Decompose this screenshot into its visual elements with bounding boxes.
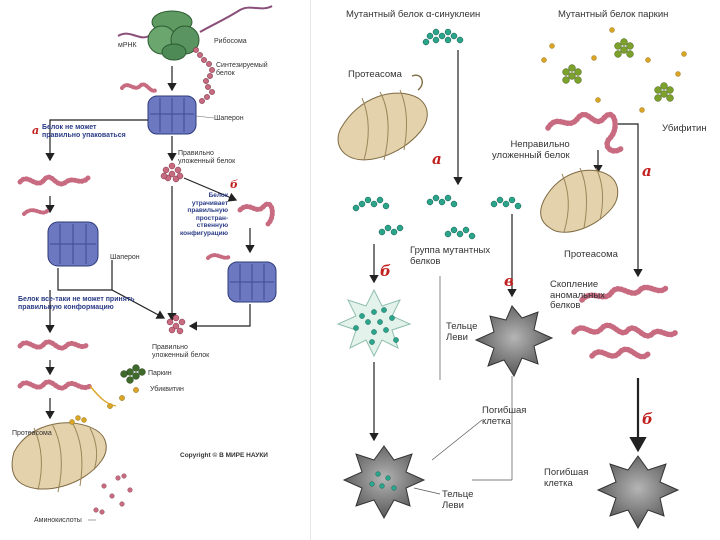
step-a-parkin: а bbox=[642, 162, 652, 180]
label-cannot-fold: Белок не может правильно упаковаться bbox=[42, 124, 126, 139]
label-dead-cell-mid: Погибшая клетка bbox=[482, 405, 527, 427]
parkin-icon bbox=[120, 364, 146, 384]
label-lewy-body-mid: Тельце Леви bbox=[446, 321, 478, 343]
label-abnormal-accumulation: Скопление аномальных белков bbox=[550, 279, 605, 311]
abnormal-accumulation-1 bbox=[579, 284, 669, 303]
label-proteasome-left: Протеасома bbox=[12, 430, 52, 437]
ubiquitin-chain-on-proteasome bbox=[69, 415, 87, 425]
label-synthesized-protein: Синтезируемый белок bbox=[216, 62, 268, 77]
chaperone-mid-icon bbox=[47, 221, 99, 267]
abnormal-accumulation-2 bbox=[571, 322, 679, 339]
parkin-cluster-2 bbox=[562, 64, 582, 84]
label-ribosome: Рибосома bbox=[214, 38, 247, 45]
misfolded-chain-2 bbox=[17, 339, 91, 351]
parkin-cluster-3 bbox=[654, 82, 674, 102]
chaperone-top-icon bbox=[147, 95, 197, 135]
label-parkin: Паркин bbox=[148, 370, 172, 377]
label-ubiquitin: Убиквитин bbox=[150, 386, 184, 393]
right-panel-graphics bbox=[336, 27, 687, 530]
misfolded-chain-1 bbox=[17, 174, 91, 187]
label-lewy-body-bottom: Тельце Леви bbox=[442, 489, 474, 511]
label-ubiquitin-right: Убифитин bbox=[662, 123, 707, 134]
label-chaperone-top: Шаперон bbox=[214, 115, 244, 122]
protein-entering-chaperone bbox=[120, 82, 158, 93]
label-dead-cell-right: Погибшая клетка bbox=[544, 467, 589, 489]
label-amino-acids: Аминокислоты bbox=[34, 517, 82, 524]
abnormal-accumulation-3 bbox=[589, 346, 651, 360]
label-loses-conformation: Белок утрачивает правильную простран- ст… bbox=[180, 192, 229, 237]
chaperone-right-icon bbox=[227, 261, 277, 303]
step-v: в bbox=[504, 272, 514, 290]
synuclein-cluster-top bbox=[422, 28, 464, 46]
lewy-body-icon bbox=[336, 288, 412, 358]
label-mutant-parkin: Мутантный белок паркин bbox=[558, 9, 669, 20]
step-b-synuclein: б bbox=[380, 262, 391, 280]
label-misfolded: Неправильно уложенный белок bbox=[492, 139, 570, 161]
panel-divider bbox=[310, 0, 311, 540]
label-mutant-group: Группа мутантных белков bbox=[410, 245, 491, 267]
ubiquitin-dots bbox=[541, 27, 687, 113]
folded-protein-ball bbox=[160, 162, 184, 183]
label-correctly-folded: Правильно уложенный белок bbox=[178, 150, 236, 165]
unfolding-protein bbox=[237, 201, 275, 227]
left-panel-protein-folding: мРНК Рибосома Синтезируемый белок Шаперо… bbox=[0, 0, 300, 540]
label-mrna: мРНК bbox=[118, 42, 137, 49]
step-b-parkin: б bbox=[642, 410, 653, 428]
folded-protein-ball-2 bbox=[166, 314, 186, 335]
label-proteasome-top-left: Протеасома bbox=[348, 69, 402, 80]
parkin-cluster-1 bbox=[614, 38, 634, 58]
ubiquitin-icon bbox=[107, 387, 139, 409]
left-panel-graphics bbox=[11, 5, 277, 521]
right-panel-parkinson-mechanism: Мутантный белок α-синуклеин Мутантный бе… bbox=[322, 0, 720, 540]
label-chaperone-mid: Шаперон bbox=[110, 254, 140, 261]
step-a-synuclein: а bbox=[432, 150, 442, 168]
proteasome-left-icon bbox=[11, 421, 107, 493]
proteasome-top-left-icon bbox=[337, 74, 428, 161]
label-proteasome-right: Протеасома bbox=[564, 249, 618, 260]
ribosome-icon bbox=[147, 10, 200, 61]
proteasome-right-icon bbox=[540, 167, 619, 233]
label-copyright: Copyright © В МИРЕ НАУКИ bbox=[180, 452, 268, 459]
dead-cell-lewy-bottom-icon bbox=[342, 445, 426, 520]
dead-cell-right-icon bbox=[596, 455, 680, 530]
step-b-left: б bbox=[230, 178, 238, 191]
amino-acid-fragments bbox=[93, 473, 133, 515]
step-a-left: а bbox=[32, 124, 40, 137]
dead-cell-mid-icon bbox=[474, 305, 554, 378]
misfolded-protein-right bbox=[545, 111, 625, 154]
synthesized-protein-chain bbox=[193, 47, 215, 104]
mutant-synuclein-group bbox=[352, 194, 522, 240]
label-mutant-synuclein: Мутантный белок α-синуклеин bbox=[346, 9, 481, 20]
label-still-cannot-fold: Белок все-таки не может принять правильн… bbox=[18, 296, 135, 311]
label-correctly-folded-2: Правильно уложенный белок bbox=[152, 344, 210, 359]
